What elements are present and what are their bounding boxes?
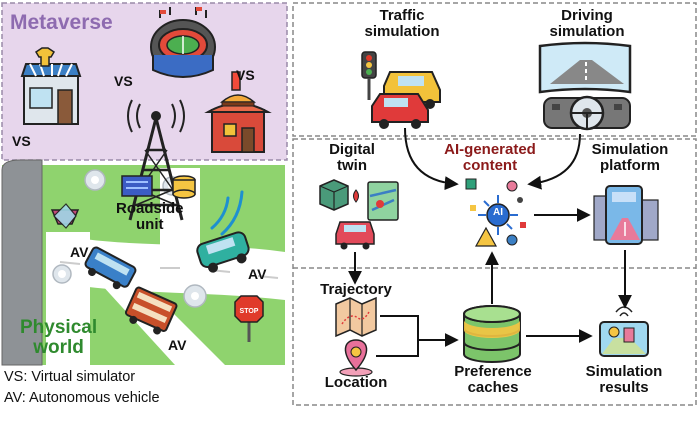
roadside-unit-label: Roadside unit [116, 201, 184, 233]
traffic-line2: simulation [364, 22, 440, 40]
flow-arrows [348, 127, 632, 357]
database-icon [463, 305, 521, 363]
cache-line2: caches [467, 378, 519, 396]
digital-line2: twin [337, 156, 367, 174]
av-label-1: AV [70, 244, 89, 260]
physical-world-title: Physical world [20, 318, 97, 358]
bus-icon [84, 246, 137, 290]
vs-label-store: VS [12, 133, 31, 149]
svg-text:STOP: STOP [240, 308, 259, 315]
red-bus-icon [124, 286, 178, 335]
legend-av: AV: Autonomous vehicle [4, 390, 160, 406]
bottom-panel [292, 138, 697, 406]
aigc-label: AI-generated content [432, 142, 548, 174]
top-panel [292, 2, 697, 137]
ai-content-icon [465, 178, 526, 247]
car-icon [196, 231, 250, 273]
physical-line2: world [33, 336, 84, 358]
roadside-unit-tower [121, 99, 196, 221]
digital-line1: Digital [329, 141, 375, 158]
physical-line1: Physical [20, 317, 98, 338]
simulation-results-label: Simulation results [574, 364, 674, 396]
traffic-simulation-label: Traffic simulation [352, 8, 452, 40]
location-pin-icon [339, 339, 373, 377]
drone-icon [50, 203, 80, 229]
cache-line1: Preference [454, 363, 532, 380]
digital-twin-icon [319, 179, 399, 250]
vs-label-restaurant: VS [236, 67, 255, 83]
traffic-line1: Traffic [379, 7, 425, 24]
legend-vs: VS: Virtual simulator [4, 369, 136, 385]
vs-label-stadium: VS [114, 73, 133, 89]
simulation-platform-label: Simulation platform [580, 142, 680, 174]
roadside-line1: Roadside [116, 200, 184, 217]
stop-sign-icon: STOP [234, 295, 264, 342]
shop-icon [20, 47, 82, 125]
roadside-line2: unit [136, 215, 164, 233]
platform-line2: platform [600, 156, 660, 174]
traffic-simulation-icon [361, 51, 441, 129]
driving-simulation-label: Driving simulation [532, 8, 642, 40]
simulation-platform-icon [593, 185, 659, 245]
aigc-line2: content [462, 156, 518, 174]
location-label: Location [324, 374, 388, 391]
driving-line2: simulation [549, 22, 625, 40]
av-label-3: AV [168, 337, 187, 353]
metaverse-title: Metaverse [10, 11, 113, 34]
restaurant-icon [204, 71, 272, 153]
results-line2: results [599, 378, 649, 396]
av-label-2: AV [248, 266, 267, 282]
results-line1: Simulation [585, 363, 663, 380]
simulation-results-icon [599, 306, 649, 357]
aigc-line1: AI-generated [444, 141, 536, 158]
platform-line1: Simulation [591, 141, 669, 158]
trajectory-label: Trajectory [320, 281, 392, 298]
ai-badge: AI [493, 207, 503, 218]
driving-simulation-icon [538, 41, 632, 131]
wifi-icon [210, 190, 244, 236]
stadium-icon [150, 7, 216, 78]
preference-caches-label: Preference caches [444, 364, 542, 396]
trajectory-map-icon [335, 296, 377, 338]
digital-twin-label: Digital twin [312, 142, 392, 174]
driving-line1: Driving [561, 7, 613, 24]
